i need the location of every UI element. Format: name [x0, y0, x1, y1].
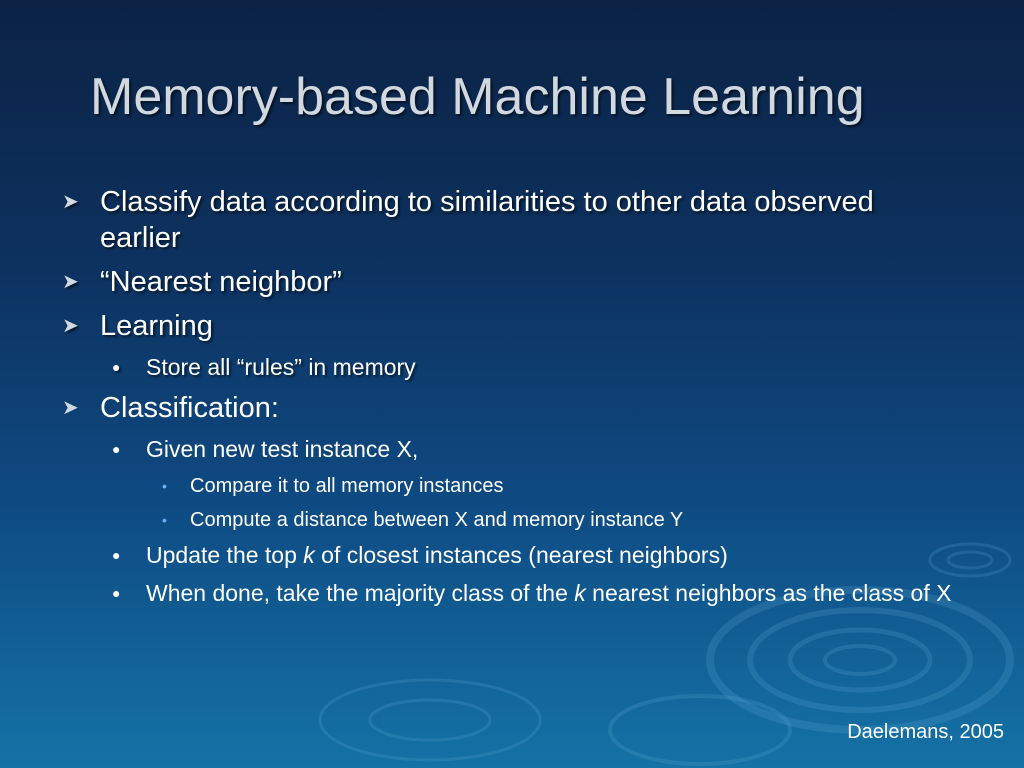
- arrowhead-bullet-icon: ➤: [62, 397, 79, 419]
- slide-body: ➤ Classify data according to similaritie…: [62, 184, 962, 616]
- bullet-text: Learning: [100, 310, 213, 342]
- sub-sub-bullet-compare: • Compare it to all memory instances: [162, 472, 962, 500]
- sub-bullet-majority-class: ● When done, take the majority class of …: [112, 578, 962, 609]
- bullet-learning: ➤ Learning: [62, 308, 962, 344]
- dot-bullet-icon: ●: [112, 547, 121, 563]
- small-dot-bullet-icon: •: [162, 478, 167, 494]
- slide-title: Memory-based Machine Learning: [90, 68, 865, 126]
- bullet-classify: ➤ Classify data according to similaritie…: [62, 184, 962, 256]
- bullet-text: Classification:: [100, 392, 279, 424]
- bullet-text: “Nearest neighbor”: [100, 266, 342, 298]
- bullet-text: Given new test instance X,: [146, 436, 419, 462]
- sub-bullet-store-rules: ● Store all “rules” in memory: [112, 352, 962, 383]
- bullet-text: Update the top k of closest instances (n…: [146, 542, 728, 568]
- bullet-classification: ➤ Classification:: [62, 390, 962, 426]
- sub-sub-bullet-distance: • Compute a distance between X and memor…: [162, 506, 962, 534]
- bullet-text: Compare it to all memory instances: [190, 475, 504, 497]
- sub-bullet-update-top-k: ● Update the top k of closest instances …: [112, 540, 962, 571]
- dot-bullet-icon: ●: [112, 585, 121, 601]
- small-dot-bullet-icon: •: [162, 512, 167, 528]
- arrowhead-bullet-icon: ➤: [62, 271, 79, 293]
- bullet-text: When done, take the majority class of th…: [146, 580, 952, 606]
- citation-credit: Daelemans, 2005: [847, 721, 1004, 743]
- bullet-text: Compute a distance between X and memory …: [190, 509, 684, 531]
- arrowhead-bullet-icon: ➤: [62, 315, 79, 337]
- bullet-nearest-neighbor: ➤ “Nearest neighbor”: [62, 264, 962, 300]
- arrowhead-bullet-icon: ➤: [62, 191, 79, 213]
- sub-bullet-given-instance: ● Given new test instance X,: [112, 434, 962, 465]
- dot-bullet-icon: ●: [112, 441, 121, 457]
- bullet-text: Classify data according to similarities …: [100, 186, 874, 254]
- bullet-text: Store all “rules” in memory: [146, 354, 416, 380]
- dot-bullet-icon: ●: [112, 359, 121, 375]
